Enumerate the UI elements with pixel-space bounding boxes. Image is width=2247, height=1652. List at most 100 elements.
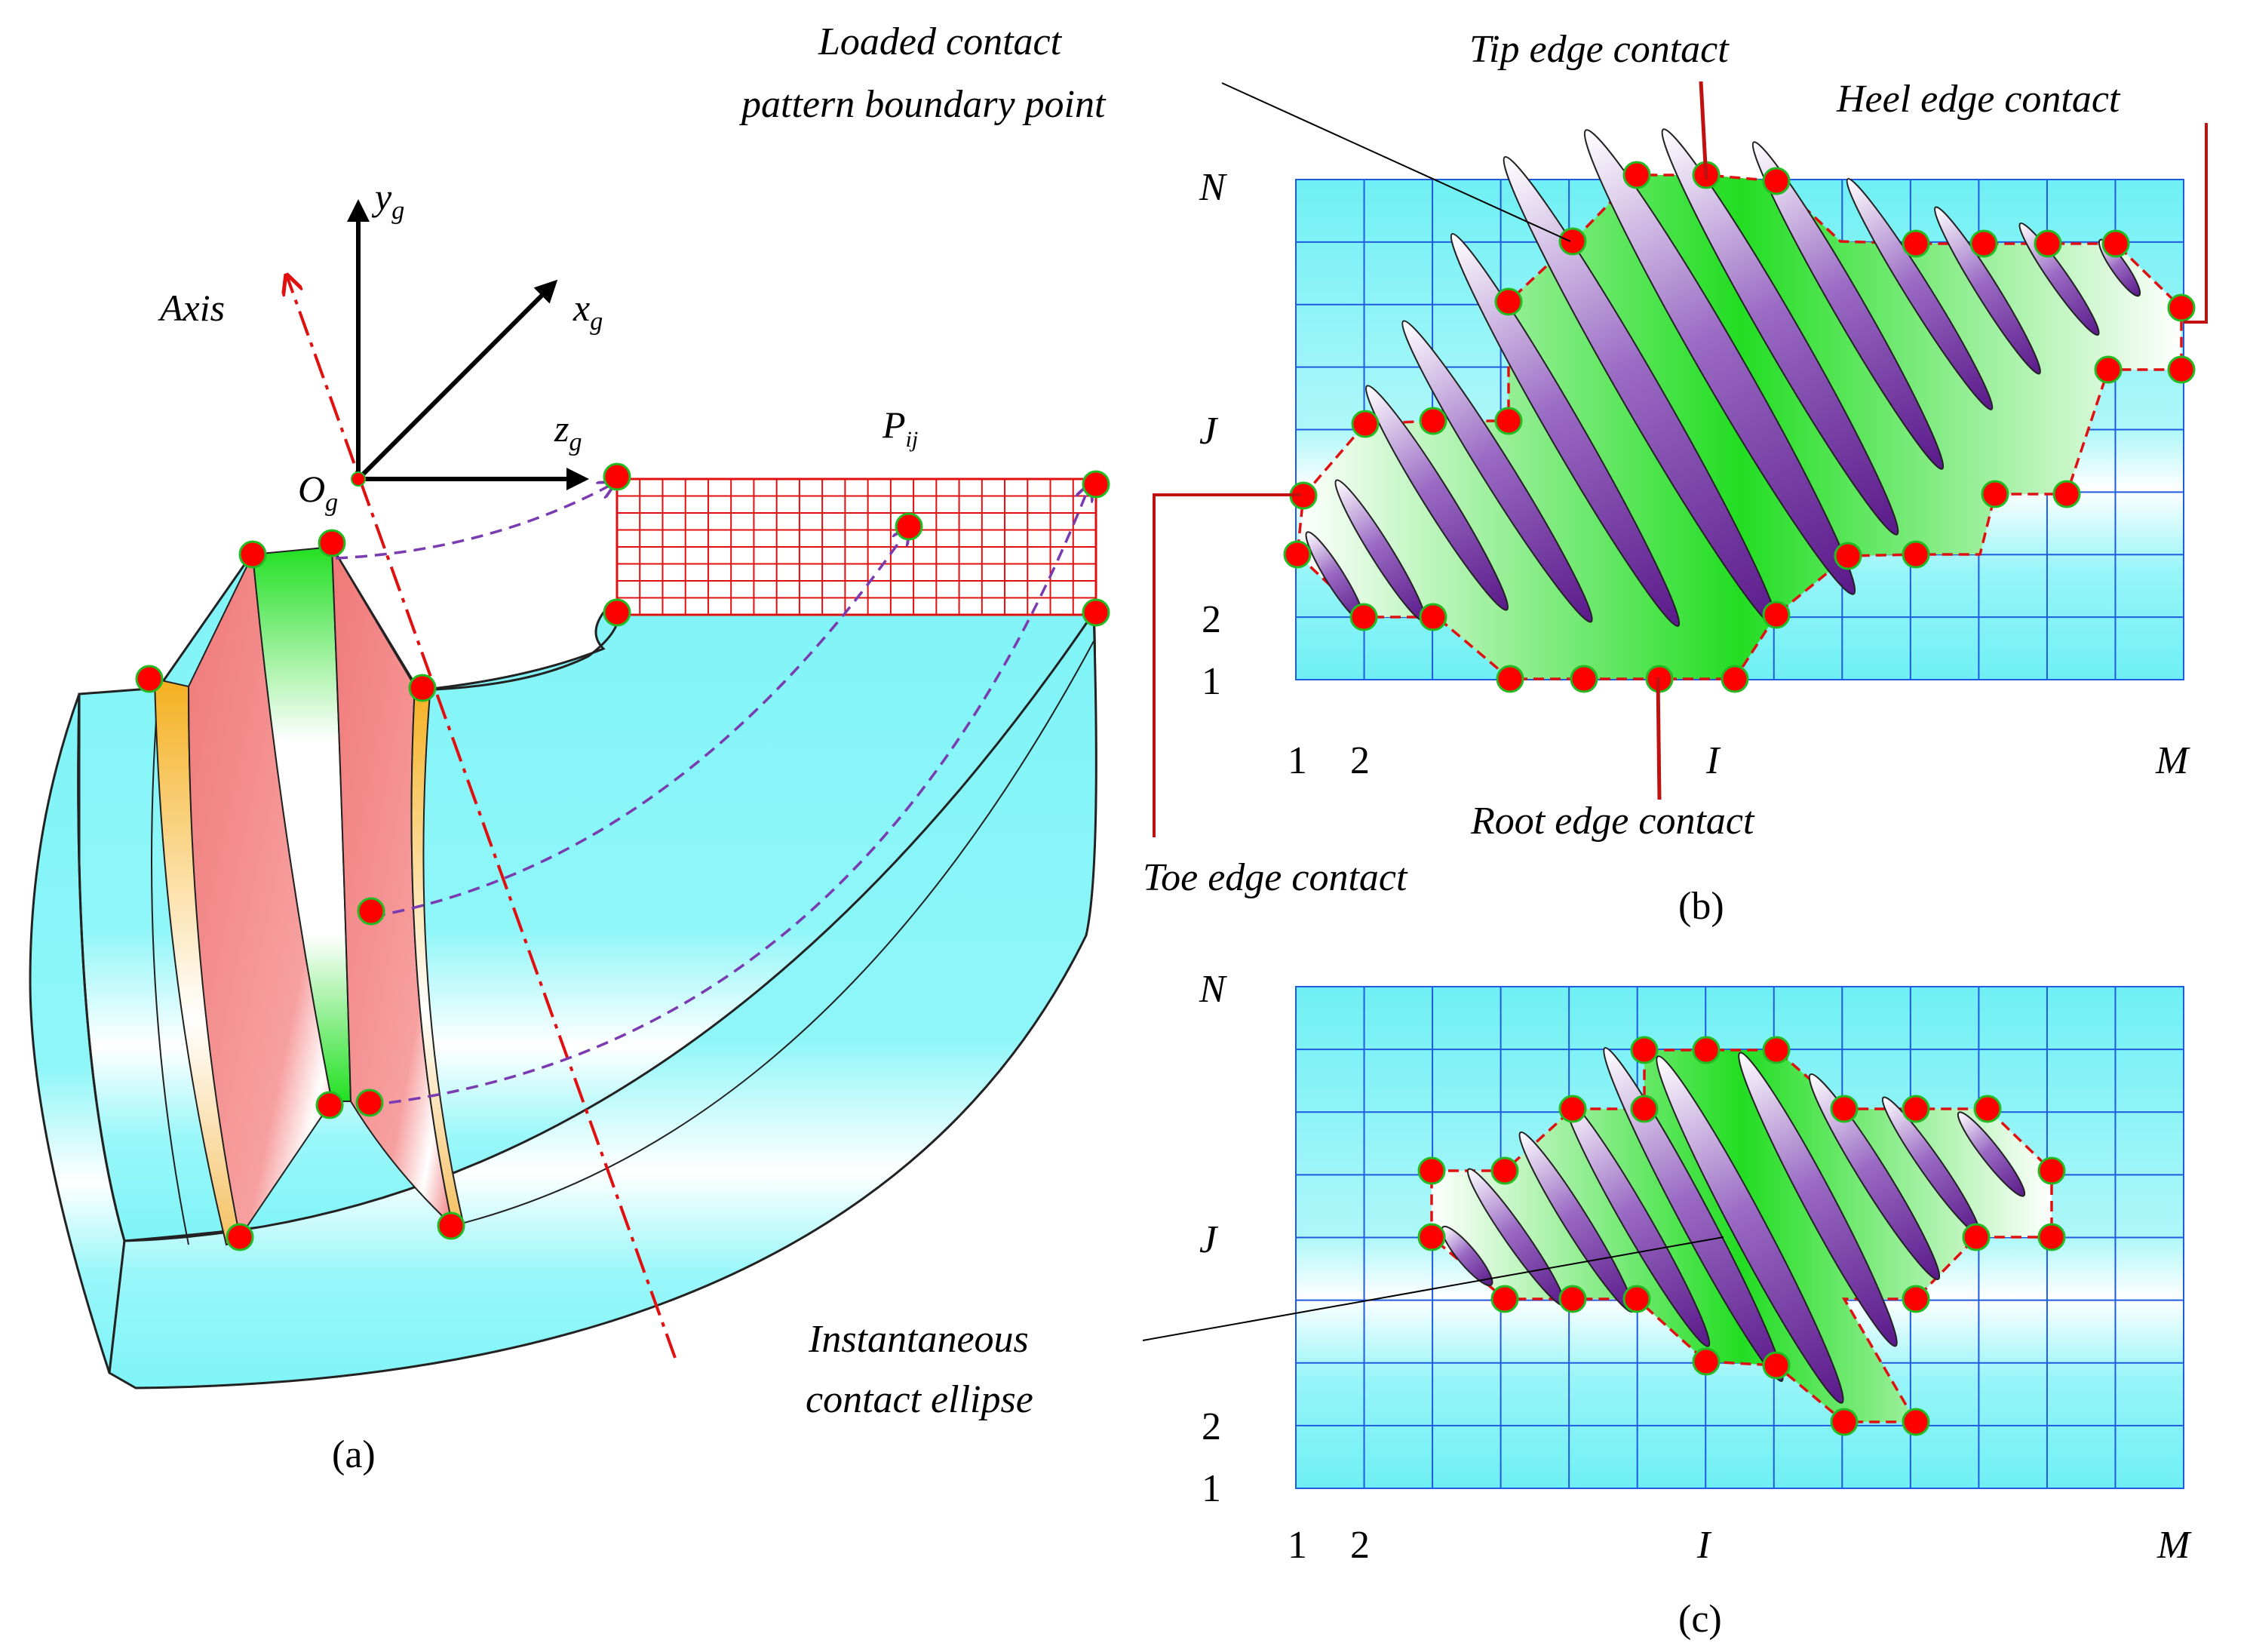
pij-label: Pij [882,404,918,452]
contact-ellipse [1450,232,1681,628]
boundary-point [1417,1223,1446,1251]
boundary-point [1902,1095,1930,1123]
loaded-contact-label: Loaded contact [818,20,1063,63]
boundary-point [1973,1095,2002,1123]
boundary-point [238,540,267,569]
boundary-point [1762,600,1791,629]
boundary-point [1969,229,1998,258]
b-row-j: J [1199,410,1219,453]
boundary-point [2034,229,2062,258]
b-row-1: 1 [1202,660,1221,703]
boundary-point [2167,293,2196,322]
contact-ellipse [1656,1055,1844,1404]
boundary-point [1419,407,1447,435]
boundary-point [135,665,164,693]
boundary-point [2037,1223,2066,1251]
zg-label: zg [554,407,582,456]
boundary-point [1830,1408,1859,1436]
contact-ellipse [1401,320,1593,623]
gear-axis-line [287,275,677,1359]
boundary-point [1834,542,1862,570]
b-col-1: 1 [1288,739,1307,782]
contact-ellipse [1738,1052,1898,1347]
boundary-point [1283,540,1312,569]
boundary-point [1902,1285,1930,1313]
yg-label: yg [371,176,404,225]
tip-edge-label: Tip edge contact [1469,28,1730,71]
gear-bottom-face [108,609,1097,1389]
boundary-point [315,1091,344,1119]
axis-label: Axis [158,287,225,329]
boundary-point [1962,1223,1991,1251]
boundary-point [1419,603,1447,631]
xg-label: xg [572,287,603,336]
boundary-point [357,897,385,926]
heel-edge-label: Heel edge contact [1836,78,2121,121]
contact-ellipse [1751,141,1945,470]
contact-ellipse-label: contact ellipse [806,1378,1033,1421]
boundary-point [1417,1156,1446,1185]
panel-c-boundary-points [1417,1036,2066,1436]
contact-ellipse [1661,128,1899,536]
caption-c: (c) [1678,1598,1722,1641]
boundary-point [1490,1156,1519,1185]
contact-ellipse [1365,385,1509,611]
boundary-point [603,598,631,627]
c-row-2: 2 [1202,1405,1221,1448]
panel-a-points [135,462,1110,1251]
caption-b: (b) [1678,885,1724,928]
contact-ellipse [1957,1111,2026,1197]
coordinate-frame [347,199,589,490]
b-col-2: 2 [1350,739,1370,782]
boundary-point [1902,1408,1930,1436]
c-col-1: 1 [1288,1524,1307,1567]
boundary-point [1082,470,1110,499]
instantaneous-label: Instantaneous [808,1318,1029,1361]
panel-c-contact-ellipses [1441,1047,2026,1404]
contact-ellipse [1583,129,1856,595]
boundary-point [603,462,631,491]
boundary-point [895,512,923,541]
contact-ellipse [1441,1225,1493,1287]
boundary-point [1349,603,1378,631]
boundary-point [1082,598,1110,627]
c-row-n: N [1199,968,1228,1011]
c-col-2: 2 [1350,1524,1370,1567]
boundary-point [1902,540,1930,569]
contact-ellipse [1603,1047,1784,1382]
boundary-point [1762,1036,1791,1064]
boundary-point [2094,355,2123,384]
pattern-boundary-label: pattern boundary point [738,83,1107,126]
b-row-2: 2 [1202,598,1221,641]
boundary-point [1558,1285,1587,1313]
boundary-point [1494,287,1523,316]
boundary-point [1762,1351,1791,1380]
panel-b [1283,128,2196,693]
boundary-point [1762,167,1791,195]
boundary-point [1630,1036,1659,1064]
boundary-point [2167,355,2196,384]
panel-a-gear [29,545,1097,1389]
boundary-point [355,1089,384,1117]
contact-ellipse [1846,178,1994,410]
c-row-1: 1 [1202,1467,1221,1510]
boundary-point [1721,665,1749,693]
contact-ellipse [1808,1073,1941,1281]
panel-b-boundary-points [1283,161,2196,693]
b-row-n: N [1199,166,1228,209]
boundary-point [318,529,346,557]
boundary-point [2037,1156,2066,1185]
boundary-point [1692,1347,1721,1376]
boundary-point [1558,227,1587,256]
caption-a: (a) [332,1433,376,1476]
boundary-point [1692,1036,1721,1064]
toe-edge-label: Toe edge contact [1143,856,1408,899]
boundary-point [1902,229,1930,258]
b-col-m: M [2155,739,2190,782]
projection-mesh [615,477,1097,616]
origin-point [351,471,366,487]
boundary-point [408,674,437,702]
boundary-point [1622,161,1651,189]
boundary-point [1981,480,2009,508]
